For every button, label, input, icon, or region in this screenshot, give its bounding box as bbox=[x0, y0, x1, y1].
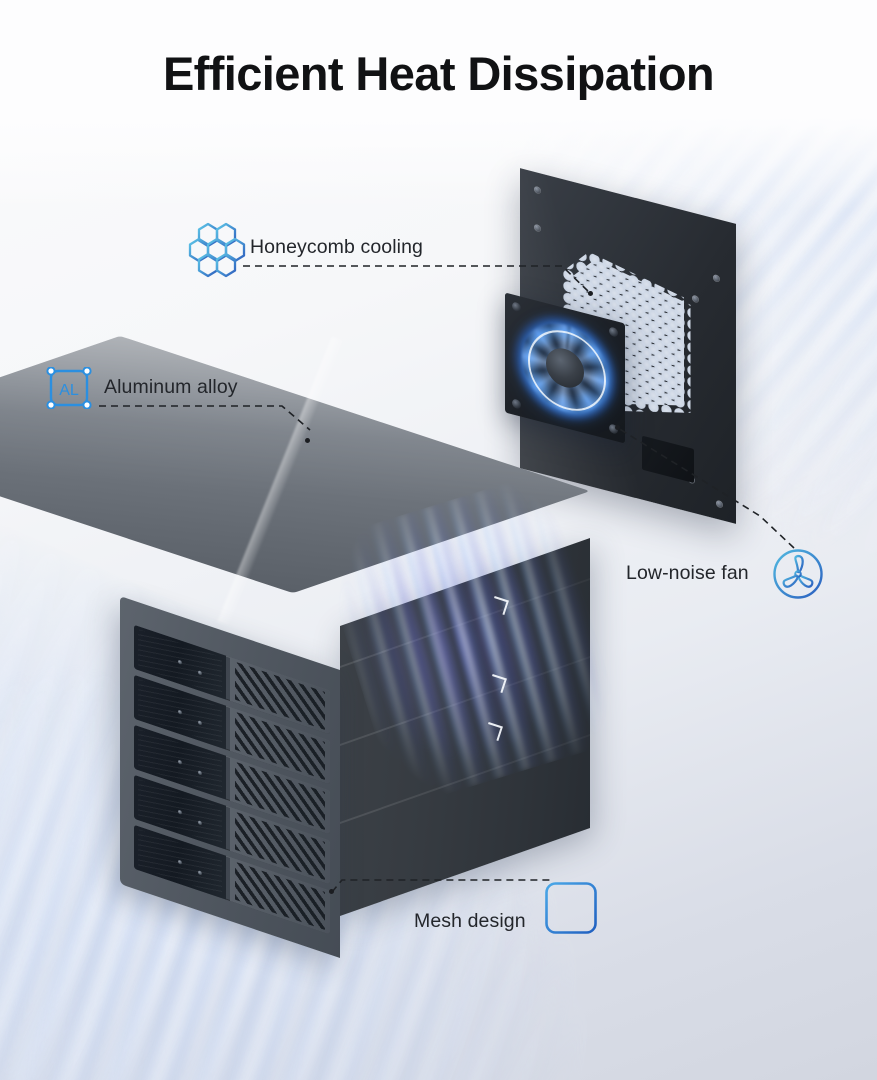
leader-endpoint-aluminum bbox=[305, 438, 310, 443]
honeycomb-icon bbox=[188, 222, 246, 283]
fan-propeller-icon bbox=[772, 548, 824, 605]
callout-label-mesh: Mesh design bbox=[414, 910, 526, 932]
page-title: Efficient Heat Dissipation bbox=[162, 47, 715, 100]
leader-line-honeycomb bbox=[243, 265, 591, 294]
aluminum-al-icon: AL bbox=[45, 366, 93, 414]
fan-mount-hole bbox=[512, 398, 521, 410]
top-white-wash bbox=[0, 0, 877, 210]
aluminum-icon-text: AL bbox=[59, 382, 79, 399]
callout-label-honeycomb: Honeycomb cooling bbox=[250, 236, 423, 258]
panel-screw-hole bbox=[692, 294, 699, 304]
callout-label-aluminum: Aluminum alloy bbox=[104, 376, 238, 398]
panel-screw-hole bbox=[713, 273, 720, 283]
callout-label-fan: Low-noise fan bbox=[626, 562, 749, 584]
leader-endpoint-honeycomb bbox=[588, 291, 593, 296]
mesh-grid-icon bbox=[544, 881, 598, 940]
leader-endpoint-fan bbox=[615, 425, 620, 430]
leader-line-mesh bbox=[331, 879, 550, 893]
panel-screw-hole bbox=[534, 185, 541, 195]
panel-screw-hole bbox=[534, 223, 541, 233]
leader-line-aluminum bbox=[99, 405, 311, 431]
leader-line-fan bbox=[617, 427, 795, 549]
fan-mount-hole bbox=[609, 326, 618, 338]
leader-endpoint-mesh bbox=[329, 889, 334, 894]
drive-bay-stack bbox=[134, 624, 330, 941]
enclosure-front-panel bbox=[120, 596, 340, 959]
